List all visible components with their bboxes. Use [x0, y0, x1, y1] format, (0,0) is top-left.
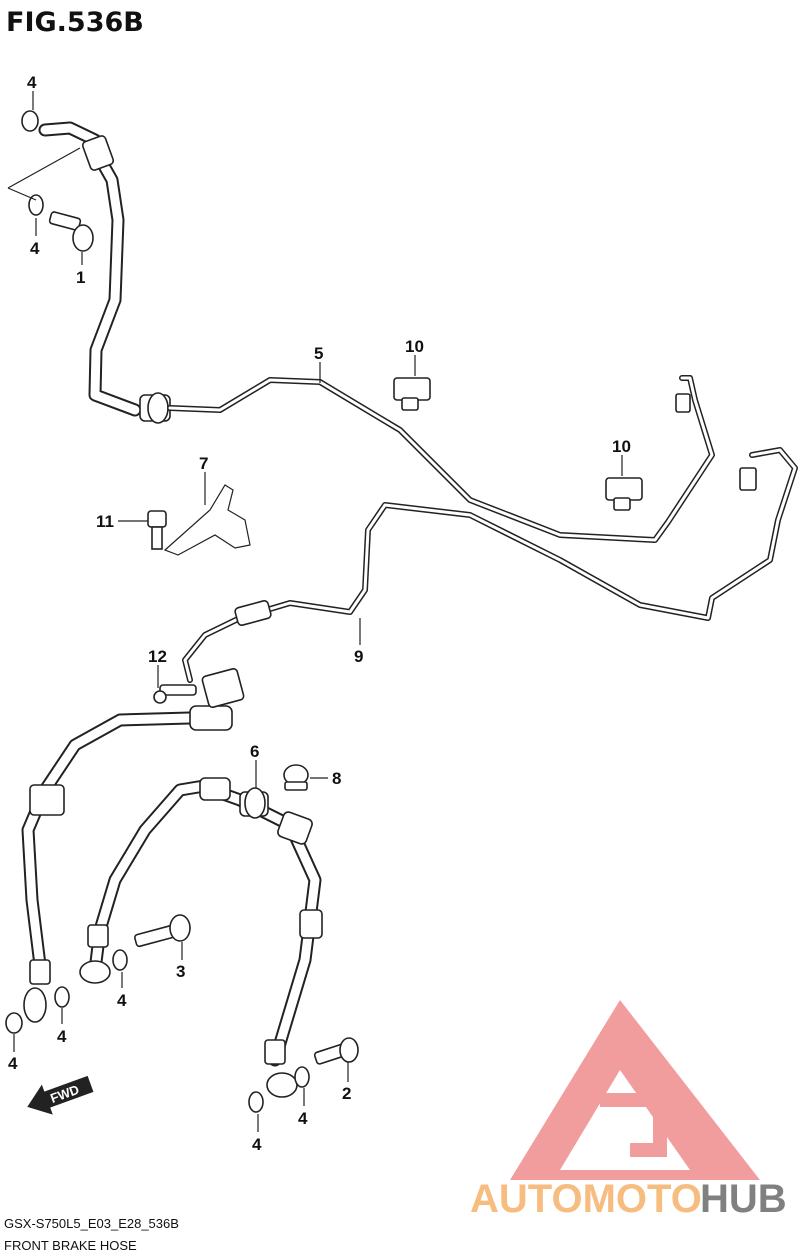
callout-5: 5 — [314, 344, 323, 363]
bolt-11 — [147, 510, 167, 550]
diagram-name: FRONT BRAKE HOSE — [4, 1238, 137, 1253]
junction-block — [153, 667, 245, 709]
callout-4-mid: 4 — [117, 991, 127, 1010]
callout-3: 3 — [176, 962, 185, 981]
upper-brake-hose — [38, 121, 171, 424]
callout-10-upper: 10 — [405, 337, 424, 356]
watermark-text-secondary: HUB — [700, 1177, 787, 1221]
right-lower-brake-hose — [79, 777, 323, 1098]
watermark-text-primary: AUTOMOTO — [470, 1177, 702, 1221]
washers-4 — [5, 110, 310, 1113]
callout-6: 6 — [250, 742, 259, 761]
callout-1: 1 — [76, 268, 85, 287]
callout-4-left: 4 — [8, 1054, 18, 1073]
callout-7: 7 — [199, 454, 208, 473]
figure-title: FIG.536B — [6, 7, 144, 38]
callout-12: 12 — [148, 647, 167, 666]
callout-4-top: 4 — [27, 73, 37, 92]
fwd-direction-arrow: FWD — [27, 1075, 94, 1115]
leader-lines — [7, 91, 623, 1132]
clamp-10-upper — [393, 377, 431, 411]
callout-11: 11 — [96, 512, 114, 531]
callout-2: 2 — [342, 1084, 351, 1103]
watermark-triangle — [510, 1000, 760, 1180]
callout-4-left-mid: 4 — [57, 1027, 67, 1046]
callout-4-right: 4 — [298, 1109, 308, 1128]
callout-10-lower: 10 — [612, 437, 631, 456]
union-bolt-1 — [48, 211, 94, 252]
clamp-10-lower — [605, 477, 643, 511]
watermark-logo: AUTOMOTO HUB — [470, 1000, 787, 1221]
bracket-7 — [163, 484, 251, 556]
grommet-6 — [244, 787, 266, 819]
callout-8: 8 — [332, 769, 341, 788]
brake-pipe-5 — [167, 375, 715, 543]
watermark-g-shape — [600, 1093, 667, 1157]
union-bolt-2 — [313, 1037, 359, 1065]
callout-4-upper: 4 — [30, 239, 40, 258]
union-bolt-3 — [134, 914, 191, 948]
callout-4-bottom: 4 — [252, 1135, 262, 1154]
callout-9: 9 — [354, 647, 363, 666]
diagram-code: GSX-S750L5_E03_E28_536B — [4, 1216, 179, 1231]
brake-pipe-9 — [182, 447, 798, 683]
hose-clamp-8 — [283, 764, 309, 791]
